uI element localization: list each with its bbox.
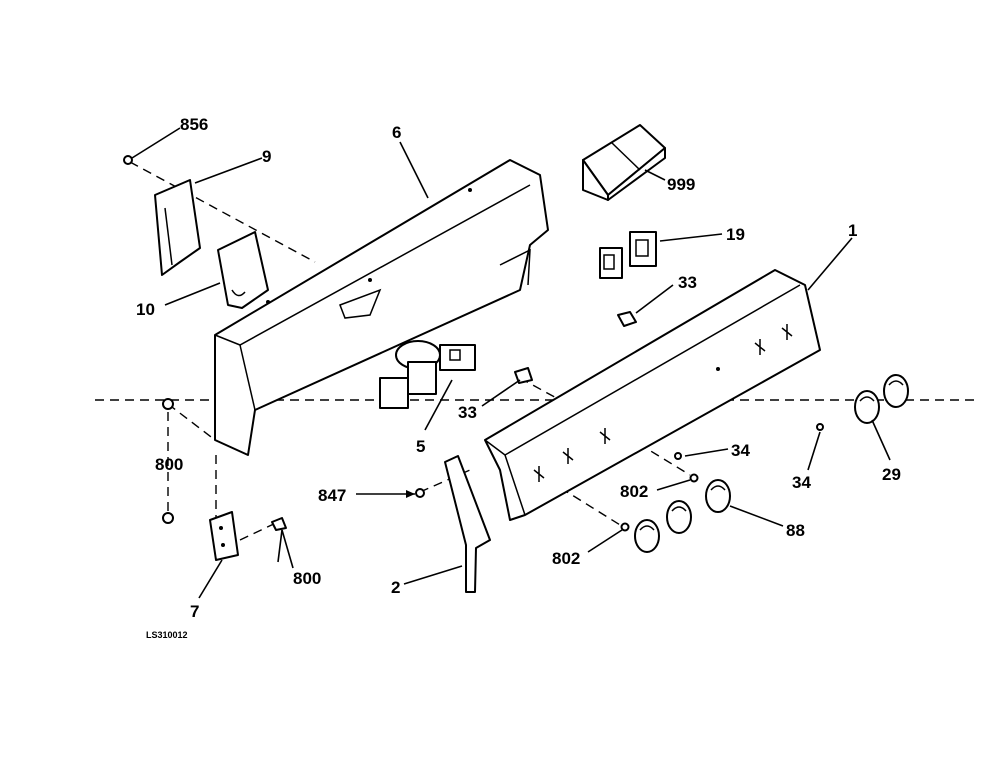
label-88: 88 [786, 521, 805, 540]
label-800-left: 800 [155, 455, 183, 474]
label-33-middle: 33 [458, 403, 477, 422]
knob-part-29 [854, 374, 909, 424]
label-10: 10 [136, 300, 155, 319]
fastener-part-34 [674, 423, 824, 460]
screw-part-802 [620, 473, 699, 532]
knob-part-88 [634, 479, 731, 553]
bracket-part-7 [209, 511, 239, 561]
box-part-999 [582, 124, 666, 201]
screw-part-847 [415, 488, 425, 498]
leader-lines [131, 127, 891, 599]
label-29: 29 [882, 465, 901, 484]
rear-panel-part-6 [214, 159, 549, 456]
label-6: 6 [392, 123, 401, 142]
label-2: 2 [391, 578, 400, 597]
control-panel-part-1 [484, 269, 821, 521]
label-19: 19 [726, 225, 745, 244]
thermostat-part-5 [379, 340, 476, 409]
screw-part-856 [123, 155, 133, 165]
switch-part-19 [599, 231, 657, 279]
label-800-right: 800 [293, 569, 321, 588]
label-7: 7 [190, 602, 199, 621]
screw-part-800 [162, 398, 287, 531]
label-847: 847 [318, 486, 346, 505]
label-34-right: 34 [792, 473, 811, 492]
trim-part-2 [444, 455, 491, 593]
label-802-lower: 802 [552, 549, 580, 568]
clip-part-33-upper [617, 311, 637, 327]
bracket-part-10 [217, 231, 269, 309]
bracket-part-9 [154, 179, 201, 276]
label-802-upper: 802 [620, 482, 648, 501]
label-5: 5 [416, 437, 425, 456]
label-999: 999 [667, 175, 695, 194]
clip-part-33-middle [514, 367, 533, 384]
label-9: 9 [262, 147, 271, 166]
callout-labels: 856 9 6 999 19 1 10 33 33 5 34 34 29 800… [136, 115, 901, 640]
label-34-left: 34 [731, 441, 750, 460]
label-33-upper: 33 [678, 273, 697, 292]
label-856: 856 [180, 115, 208, 134]
label-1: 1 [848, 221, 857, 240]
drawing-code: LS310012 [146, 630, 188, 640]
